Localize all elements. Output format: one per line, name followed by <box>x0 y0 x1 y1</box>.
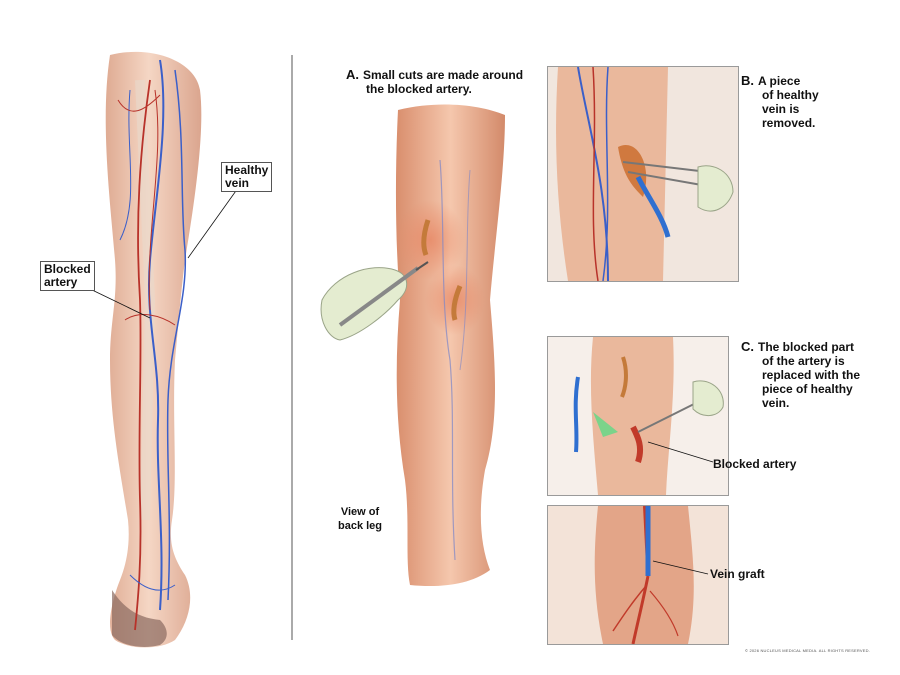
view-back-leg-label: View of back leg <box>338 506 383 532</box>
blocked-artery-c-label: Blocked artery <box>713 457 797 471</box>
step-c-line-5: vein. <box>762 396 790 410</box>
step-a-line-2: the blocked artery. <box>366 82 472 96</box>
vein-graft-illustration <box>548 506 728 644</box>
panel-c-illustration <box>548 337 728 495</box>
step-b-letter: B. <box>741 73 754 88</box>
step-b-line-1: A piece <box>758 74 801 88</box>
vein-graft-label: Vein graft <box>710 567 765 581</box>
step-a-heading: A. Small cuts are made around the blocked… <box>346 67 524 97</box>
step-c-heading: C. The blocked part of the artery is repl… <box>741 339 861 411</box>
step-c-line-1: The blocked part <box>758 340 855 354</box>
panel-c-bottom <box>547 505 729 645</box>
copyright-text: © 2026 NUCLEUS MEDICAL MEDIA. ALL RIGHTS… <box>745 648 871 653</box>
back-leg-figure <box>320 104 505 587</box>
step-a-letter: A. <box>346 67 359 82</box>
full-leg-figure <box>87 51 239 648</box>
panel-c-top <box>547 336 729 496</box>
step-c-line-3: replaced with the <box>762 368 861 382</box>
step-b-line-3: vein is <box>762 102 800 116</box>
step-b-line-2: of healthy <box>762 88 819 102</box>
panel-b <box>547 66 739 282</box>
step-c-line-2: of the artery is <box>762 354 845 368</box>
step-b-line-4: removed. <box>762 116 816 130</box>
blocked-artery-label: Blocked artery <box>40 261 95 291</box>
panel-b-illustration <box>548 67 738 281</box>
healthy-vein-label: Healthy vein <box>221 162 273 192</box>
step-c-letter: C. <box>741 339 754 354</box>
step-b-heading: B. A piece of healthy vein is removed. <box>741 73 819 131</box>
step-c-line-4: piece of healthy <box>762 382 853 396</box>
step-a-line-1: Small cuts are made around <box>363 68 524 82</box>
